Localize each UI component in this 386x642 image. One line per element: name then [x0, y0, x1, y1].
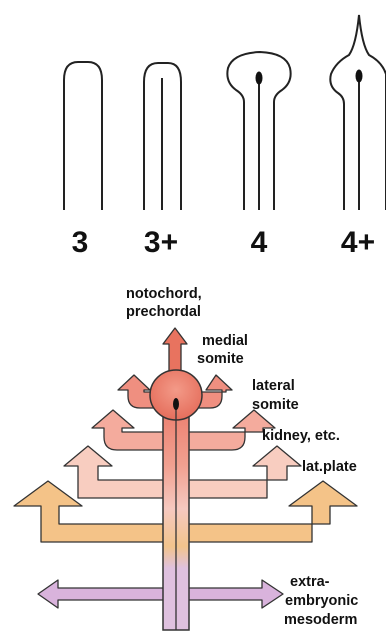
fate-label-lateral-somite: lateral somite: [252, 378, 299, 413]
stage-labels: 3 3+ 4 4+: [72, 226, 375, 259]
fate-label-line: lateral: [252, 378, 295, 394]
fate-label-medial-somite: medial somite: [197, 333, 252, 367]
fate-label-line: somite: [252, 397, 299, 413]
fate-label-lateral-plate: lat.plate: [302, 459, 357, 475]
extraembryonic-arrow: [38, 580, 283, 608]
stage-label: 4+: [341, 226, 375, 259]
hensen-node-marks: [256, 70, 363, 85]
fate-label-line: embryonic: [285, 593, 358, 609]
fate-label-notochord: notochord, prechordal: [126, 286, 206, 320]
notochord-arrow: [163, 328, 187, 372]
stage-label: 4: [251, 226, 268, 259]
stage-label: 3: [72, 226, 89, 259]
fate-labels: notochord, prechordal medial somite late…: [126, 286, 362, 628]
stage-4plus-node: [356, 70, 363, 83]
fate-label-line: medial: [202, 333, 248, 349]
fate-label-line: somite: [197, 351, 244, 367]
fate-label-line: mesoderm: [284, 612, 357, 628]
fate-label-line: prechordal: [126, 304, 201, 320]
node-pit: [173, 398, 179, 410]
stage-label: 3+: [144, 226, 178, 259]
fate-label-extraembryonic: extra- embryonic mesoderm: [284, 574, 362, 628]
fate-label-kidney: kidney, etc.: [262, 428, 340, 444]
stage-outlines: [64, 15, 386, 210]
fate-label-line: extra-: [290, 574, 330, 590]
stage-3-outline: [64, 62, 102, 210]
fate-label-line: notochord,: [126, 286, 202, 302]
stage-4-node: [256, 72, 263, 85]
